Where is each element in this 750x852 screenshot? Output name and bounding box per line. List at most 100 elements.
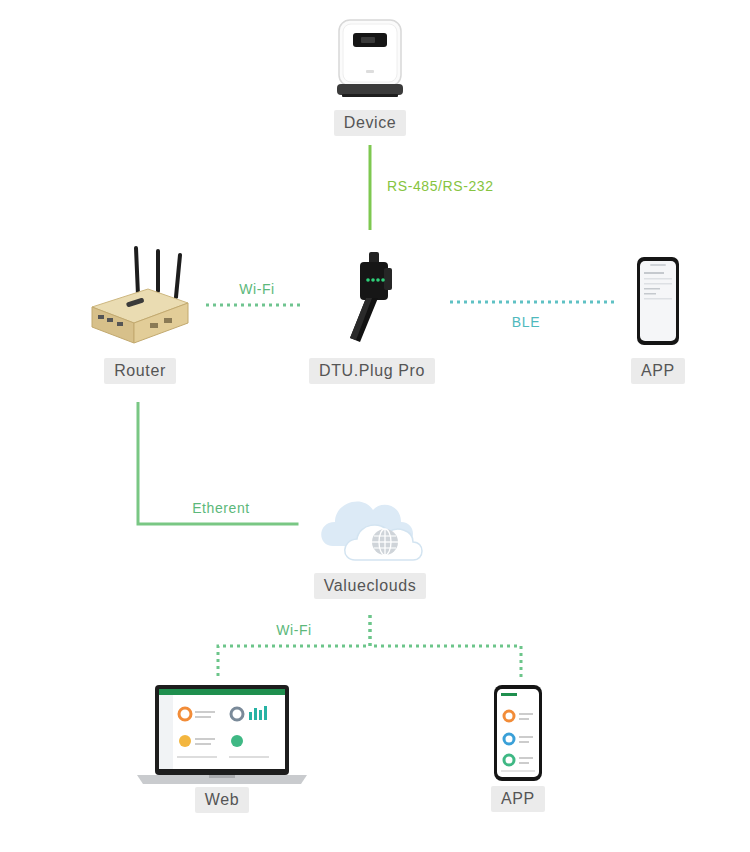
link-label: BLE [509, 313, 543, 331]
picture-part [494, 685, 542, 781]
picture-part [92, 307, 134, 343]
picture-part [231, 708, 243, 720]
picture-part [371, 278, 375, 282]
picture-part [195, 738, 215, 740]
wired-link [138, 402, 299, 524]
picture-part [644, 272, 664, 274]
dtu-picture [342, 252, 402, 344]
router-picture [90, 245, 190, 345]
picture-part [231, 735, 243, 747]
picture-part [644, 278, 672, 280]
link-label: Wi-Fi [273, 621, 315, 639]
laptop-picture [137, 684, 307, 786]
picture-part [644, 288, 660, 290]
picture-part [350, 298, 372, 340]
link-label: Etherent [189, 499, 253, 517]
picture-part [519, 741, 529, 743]
picture-part [361, 37, 375, 43]
wired-link [369, 145, 372, 230]
picture-part [381, 278, 385, 282]
picture-part [519, 718, 529, 720]
wireless-link [370, 615, 521, 680]
picture-part [156, 251, 160, 291]
phone-picture [636, 256, 680, 346]
picture-part [366, 278, 370, 282]
picture-part [195, 711, 215, 713]
phone2-picture [493, 684, 543, 782]
node-label: Device [334, 110, 407, 136]
picture-part [254, 708, 257, 720]
picture-part [159, 689, 285, 695]
node-label: APP [631, 358, 685, 384]
picture-part [360, 262, 388, 300]
wireless-link [206, 304, 300, 307]
web-node: Web [136, 684, 308, 813]
picture-part [644, 293, 656, 295]
picture-part [195, 716, 211, 718]
picture-part [259, 710, 262, 720]
node-label: Router [104, 358, 176, 384]
app-node: APP [630, 256, 686, 384]
picture-part [519, 762, 529, 764]
picture-part [650, 264, 666, 266]
picture-part [350, 298, 378, 342]
picture-part [249, 712, 252, 720]
cloud-picture [315, 484, 425, 564]
picture-part [339, 20, 401, 86]
picture-part [519, 736, 533, 738]
picture-part [504, 734, 514, 744]
picture-part [155, 685, 289, 775]
picture-part [497, 689, 539, 777]
picture-part [384, 529, 385, 555]
device-node: Device [333, 18, 408, 136]
picture-part [159, 689, 285, 769]
picture-part [384, 268, 392, 290]
picture-part [504, 755, 514, 765]
node-label: APP [491, 786, 545, 812]
cloud-node: Valueclouds [313, 484, 428, 599]
picture-part [337, 84, 403, 95]
picture-part [376, 278, 380, 282]
picture-part [136, 248, 138, 295]
picture-part [345, 525, 422, 560]
app-node: APP [490, 684, 546, 812]
picture-part [640, 261, 676, 341]
picture-part [98, 315, 104, 319]
picture-part [366, 70, 374, 73]
node-label: DTU.Plug Pro [309, 358, 435, 384]
picture-part [195, 743, 211, 745]
picture-part [209, 775, 235, 778]
device-picture [334, 18, 406, 98]
picture-part [117, 322, 123, 326]
picture-part [343, 24, 397, 82]
picture-part [179, 708, 191, 720]
picture-part [264, 706, 267, 720]
wireless-link [218, 615, 370, 678]
picture-part [134, 303, 188, 343]
picture-part [504, 711, 514, 721]
picture-part [501, 693, 517, 696]
picture-part [519, 713, 533, 715]
wireless-link [450, 301, 618, 304]
link-label: Wi-Fi [236, 280, 278, 298]
picture-part [137, 775, 307, 784]
picture-part [164, 318, 172, 323]
picture-part [644, 283, 672, 285]
picture-part [177, 756, 217, 758]
picture-part [637, 257, 679, 345]
picture-part [353, 33, 387, 47]
node-label: Web [195, 787, 249, 813]
picture-part [159, 695, 173, 769]
node-label: Valueclouds [314, 573, 427, 599]
picture-part [372, 529, 398, 555]
picture-part [342, 94, 398, 97]
picture-part [644, 298, 672, 300]
picture-part [179, 735, 191, 747]
link-label: RS-485/RS-232 [384, 177, 497, 195]
picture-part [126, 297, 145, 307]
picture-part [229, 756, 269, 758]
picture-part [176, 255, 180, 297]
picture-part [150, 323, 158, 328]
picture-part [519, 757, 533, 759]
